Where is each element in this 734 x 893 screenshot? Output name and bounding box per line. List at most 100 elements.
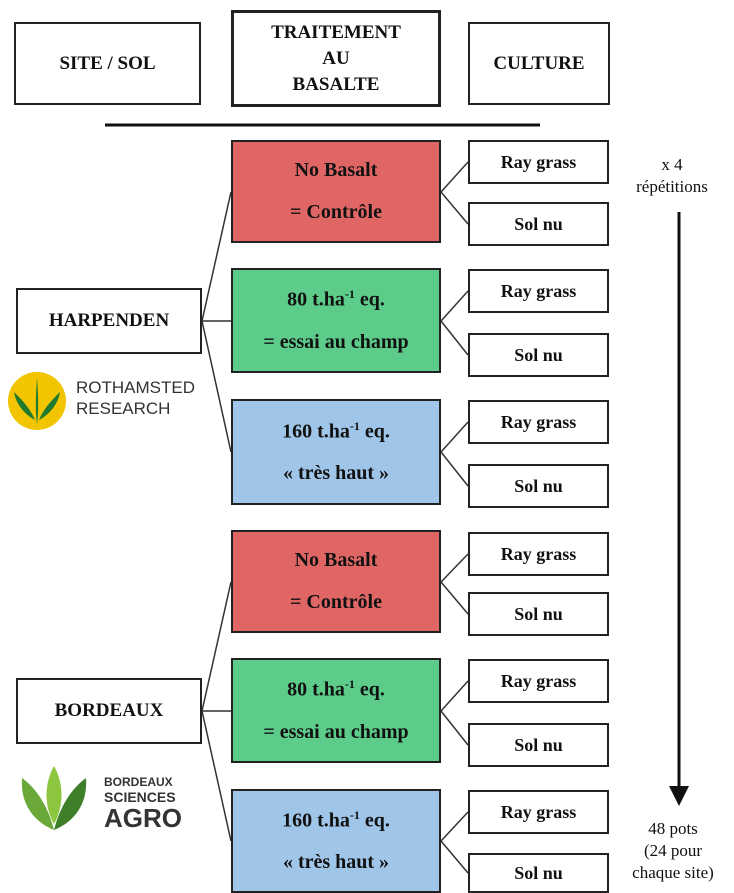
- treatment-box-no-basalt: No Basalt = Contrôle: [231, 140, 441, 243]
- logo-line: BORDEAUX: [104, 775, 173, 789]
- crop-box-sol-nu: Sol nu: [468, 723, 609, 767]
- connector-line: [440, 320, 469, 356]
- bordeaux-sciences-agro-logo-icon: [21, 766, 87, 830]
- total-pots: 48 pots: [648, 819, 698, 838]
- treatment-line: « très haut »: [282, 462, 390, 485]
- repetitions-label: répétitions: [636, 177, 708, 196]
- logo-line: RESEARCH: [76, 399, 171, 418]
- crop-label: Ray grass: [500, 280, 577, 301]
- crop-label: Sol nu: [514, 213, 563, 234]
- header-treatment-line: AU: [322, 47, 350, 69]
- treatment-unit-exponent: -1: [349, 808, 360, 823]
- connector-line: [440, 191, 469, 225]
- connector-line: [440, 710, 469, 746]
- crop-box-sol-nu: Sol nu: [468, 202, 609, 246]
- treatment-box-160t: 160 t.ha-1 eq. « très haut »: [231, 399, 441, 505]
- crop-box-ray-grass: Ray grass: [468, 532, 609, 576]
- connector-line: [201, 191, 232, 322]
- treatment-unit-exponent: -1: [344, 287, 355, 302]
- connector-line: [440, 581, 469, 615]
- treatment-suffix: eq.: [359, 809, 390, 832]
- crop-label: Ray grass: [500, 670, 577, 691]
- crop-box-ray-grass: Ray grass: [468, 400, 609, 444]
- treatment-unit-exponent: -1: [349, 418, 360, 433]
- site-box-harpenden: HARPENDEN: [16, 288, 202, 354]
- treatment-rate: 160 t.ha: [282, 809, 350, 832]
- treatment-box-160t: 160 t.ha-1 eq. « très haut »: [231, 789, 441, 893]
- total-pots-note: 48 pots (24 pour chaque site): [612, 818, 734, 884]
- crop-label: Sol nu: [514, 603, 563, 624]
- site-box-bordeaux: BORDEAUX: [16, 678, 202, 744]
- treatment-box-80t: 80 t.ha-1 eq. = essai au champ: [231, 658, 441, 763]
- rothamsted-logo-text: ROTHAMSTED RESEARCH: [76, 377, 195, 419]
- crop-label: Ray grass: [500, 151, 577, 172]
- connector-line: [440, 290, 469, 322]
- treatment-line: = essai au champ: [263, 330, 409, 353]
- connector-line: [201, 710, 232, 842]
- crop-box-ray-grass: Ray grass: [468, 790, 609, 834]
- logo-line: ROTHAMSTED: [76, 378, 195, 397]
- repetitions-note: x 4 répétitions: [612, 154, 732, 198]
- total-pots-detail: chaque site): [632, 863, 714, 882]
- connector-line: [440, 161, 469, 193]
- crop-label: Sol nu: [514, 734, 563, 755]
- connector-line: [440, 553, 469, 583]
- crop-box-sol-nu: Sol nu: [468, 333, 609, 377]
- header-crop-label: CULTURE: [493, 52, 585, 74]
- connector-line: [440, 451, 469, 487]
- treatment-suffix: eq.: [354, 678, 385, 701]
- treatment-line: = Contrôle: [290, 200, 382, 223]
- crop-label: Sol nu: [514, 344, 563, 365]
- crop-label: Ray grass: [500, 801, 577, 822]
- crop-box-ray-grass: Ray grass: [468, 659, 609, 703]
- connector-line: [440, 811, 469, 842]
- logo-line: AGRO: [104, 803, 182, 833]
- treatment-line: No Basalt: [294, 159, 378, 182]
- site-name: BORDEAUX: [54, 700, 164, 721]
- logo-line: SCIENCES: [104, 789, 176, 805]
- total-pots-detail: (24 pour: [643, 841, 703, 860]
- crop-box-sol-nu: Sol nu: [468, 464, 609, 508]
- treatment-line: = Contrôle: [290, 590, 382, 613]
- treatment-suffix: eq.: [354, 288, 385, 311]
- rothamsted-logo-icon: [8, 372, 66, 430]
- crop-box-sol-nu: Sol nu: [468, 592, 609, 636]
- treatment-line: No Basalt: [294, 549, 378, 572]
- site-name: HARPENDEN: [48, 310, 170, 331]
- arrow-head: [669, 786, 689, 806]
- treatment-line: 80 t.ha-1 eq.: [287, 287, 385, 312]
- header-treatment: TRAITEMENT AU BASALTE: [231, 10, 441, 107]
- header-site: SITE / SOL: [14, 22, 201, 105]
- treatment-rate: 80 t.ha: [287, 288, 345, 311]
- crop-box-sol-nu: Sol nu: [468, 853, 609, 893]
- connector-line: [440, 840, 469, 874]
- treatment-box-80t: 80 t.ha-1 eq. = essai au champ: [231, 268, 441, 373]
- header-treatment-line: BASALTE: [292, 73, 380, 95]
- crop-label: Ray grass: [500, 411, 577, 432]
- connector-line: [440, 421, 469, 453]
- treatment-line: 160 t.ha-1 eq.: [282, 808, 390, 833]
- treatment-line: = essai au champ: [263, 720, 409, 743]
- treatment-rate: 160 t.ha: [282, 420, 350, 443]
- crop-label: Sol nu: [514, 862, 563, 883]
- crop-label: Ray grass: [500, 543, 577, 564]
- crop-box-ray-grass: Ray grass: [468, 269, 609, 313]
- connector-line: [201, 581, 232, 712]
- connector-line: [201, 320, 232, 453]
- treatment-line: 80 t.ha-1 eq.: [287, 677, 385, 702]
- connector-line: [440, 680, 469, 712]
- header-site-label: SITE / SOL: [59, 52, 156, 74]
- crop-box-ray-grass: Ray grass: [468, 140, 609, 184]
- treatment-line: 160 t.ha-1 eq.: [282, 419, 390, 444]
- treatment-unit-exponent: -1: [344, 677, 355, 692]
- repetitions-count: x 4: [661, 155, 683, 174]
- treatment-box-no-basalt: No Basalt = Contrôle: [231, 530, 441, 633]
- header-treatment-line: TRAITEMENT: [271, 21, 401, 43]
- bordeaux-logo-text: BORDEAUX SCIENCES AGRO: [104, 775, 182, 831]
- treatment-suffix: eq.: [359, 420, 390, 443]
- treatment-line: « très haut »: [282, 850, 390, 873]
- crop-label: Sol nu: [514, 475, 563, 496]
- treatment-rate: 80 t.ha: [287, 678, 345, 701]
- header-crop: CULTURE: [468, 22, 610, 105]
